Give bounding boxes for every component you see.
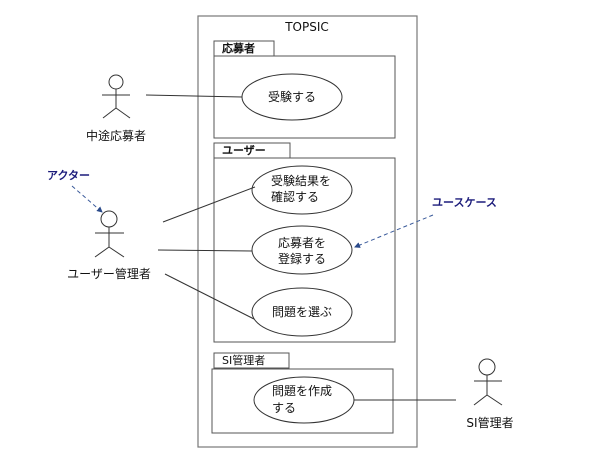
actor-note-arrow [71,185,103,213]
package-user [213,157,396,343]
package-label-user: ユーザー [222,144,266,157]
actor-label-user-admin: ユーザー管理者 [67,267,151,281]
use-case-label-select-problem: 問題を選ぶ [271,305,333,319]
actor-applicant-figure[interactable] [102,74,131,119]
package-tab-si-admin [213,352,290,369]
use-case-label-create-problem-line2: する [272,401,297,415]
use-case-label-register-line1: 応募者を [277,236,327,250]
association-admin-select-problem [164,273,255,320]
package-label-applicant: 応募者 [222,42,255,55]
system-boundary [197,15,418,448]
actor-user-admin-figure[interactable] [94,210,125,258]
use-case-label-check-results-line1: 受験結果を [271,174,332,188]
package-applicant [213,55,396,139]
association-admin-register [157,249,253,252]
use-case-check-results[interactable] [251,165,353,215]
actor-label-applicant: 中途応募者 [85,129,147,143]
use-case-label-register-line2: 登録する [277,252,327,266]
actor-label-si-admin: SI管理者 [466,416,514,430]
package-label-si-admin: SI管理者 [222,354,266,367]
use-case-select-problem[interactable] [251,287,353,337]
use-case-label-create-problem-line1: 問題を作成 [272,384,333,398]
system-title: TOPSIC [285,20,329,34]
usecase-annotation: ユースケース [432,196,497,209]
package-si-admin [211,368,394,434]
association-applicant-take-exam [145,94,243,98]
use-case-label-take-exam: 受験する [267,90,317,104]
use-case-register-applicant[interactable] [251,225,353,275]
usecase-note-arrow [354,214,434,248]
actor-annotation: アクター [47,169,91,182]
association-admin-check-results [162,186,256,223]
use-case-label-check-results-line2: 確認する [271,190,320,204]
actor-si-admin-figure[interactable] [473,358,503,406]
